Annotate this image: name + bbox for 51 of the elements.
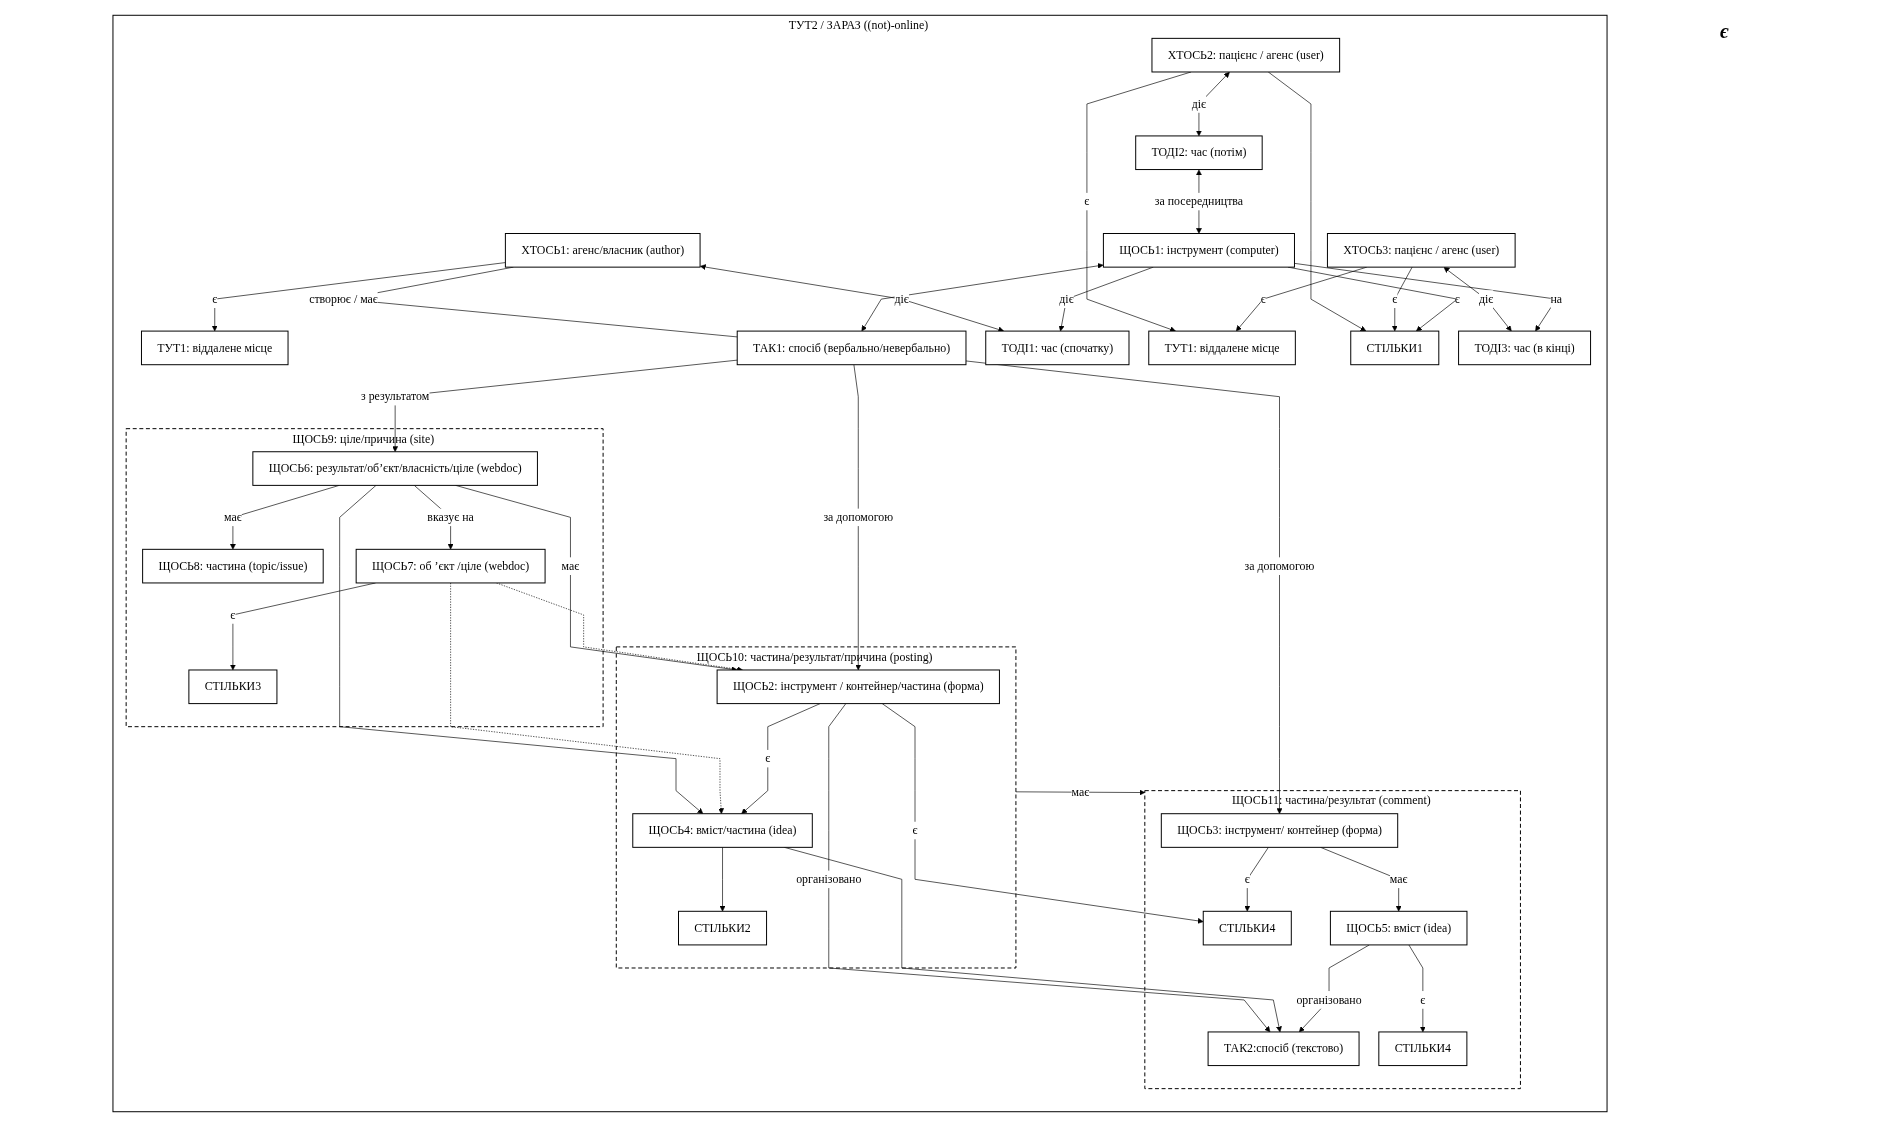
edge-label: має (1071, 785, 1090, 799)
edge-label: діє (1191, 97, 1207, 111)
node-box: ХТОСЬ3: пацієнс / агенс (user) (1326, 233, 1516, 268)
edge-label: є (1420, 993, 1426, 1007)
edge-label: є (1244, 872, 1250, 886)
edge-label: створює / має (309, 292, 378, 306)
edge-label: має (1389, 872, 1408, 886)
edge-label: вказує на (427, 510, 474, 524)
edge-label: є (1084, 194, 1090, 208)
edge-label: є (1454, 292, 1460, 306)
edge-label: є (765, 751, 771, 765)
node-box: ТУТ1: віддалене місце (140, 330, 289, 366)
node-box: ЩОСЬ6: результат/об’єкт/власність/ціле (webdoc) (252, 451, 538, 486)
edge-label: діє (1059, 292, 1074, 306)
node-box: СТІЛЬКИ4 (1202, 910, 1292, 946)
note-label: є (1720, 20, 1730, 43)
edge-label: за допомогою (823, 510, 894, 524)
edge-label: організовано (1296, 993, 1362, 1007)
node-box: ТАК1: спосіб (вербально/невербально) (736, 330, 967, 366)
node-box: ТОДІ3: час (в кінці) (1458, 330, 1592, 366)
node-box: ХТОСЬ2: пацієнс / агенс (user) (1151, 37, 1341, 73)
node-box: СТІЛЬКИ3 (188, 669, 278, 705)
edge-label: діє (1478, 292, 1494, 306)
edge-label: за посередництва (1154, 194, 1244, 208)
node-box: ЩОСЬ7: об ’єкт /ціле (webdoc) (355, 548, 546, 584)
edge-label: є (230, 608, 236, 622)
node-box: ТУТ1: віддалене місце (1148, 330, 1296, 366)
edge-label: на (1550, 292, 1563, 306)
node-box: СТІЛЬКИ2 (678, 910, 768, 946)
node-box: ТАК2:спосіб (текстово) (1207, 1031, 1360, 1067)
node-box: ЩОСЬ5: вміст (idea) (1329, 910, 1468, 946)
node-box: ЩОСЬ1: інструмент (computer) (1102, 233, 1295, 268)
edge-label: має (561, 559, 580, 573)
edge-label: є (912, 823, 918, 837)
edge-label: з результатом (361, 389, 430, 403)
edge-label: має (224, 510, 242, 524)
edge-label: є (1260, 292, 1266, 306)
node-box: ТОДІ2: час (потім) (1135, 135, 1263, 171)
node-box: СТІЛЬКИ1 (1350, 330, 1440, 366)
edge-label: організовано (796, 872, 862, 886)
edge-label: за допомогою (1244, 559, 1315, 573)
node-box: ЩОСЬ3: інструмент/ контейнер (форма) (1160, 813, 1399, 848)
node-box: ХТОСЬ1: агенс/власник (author) (504, 233, 701, 268)
node-box: ЩОСЬ8: частина (topic/issue) (142, 548, 324, 584)
edge-label: діє (894, 292, 909, 306)
node-box: ЩОСЬ2: інструмент / контейнер/частина (форма) (716, 669, 1000, 705)
edge-label: є (1392, 292, 1398, 306)
node-box: ТОДІ1: час (спочатку) (985, 330, 1130, 366)
node-box: ЩОСЬ4: вміст/частина (idea) (632, 813, 813, 848)
edge-label: є (212, 292, 218, 306)
node-box: СТІЛЬКИ4 (1378, 1031, 1468, 1067)
